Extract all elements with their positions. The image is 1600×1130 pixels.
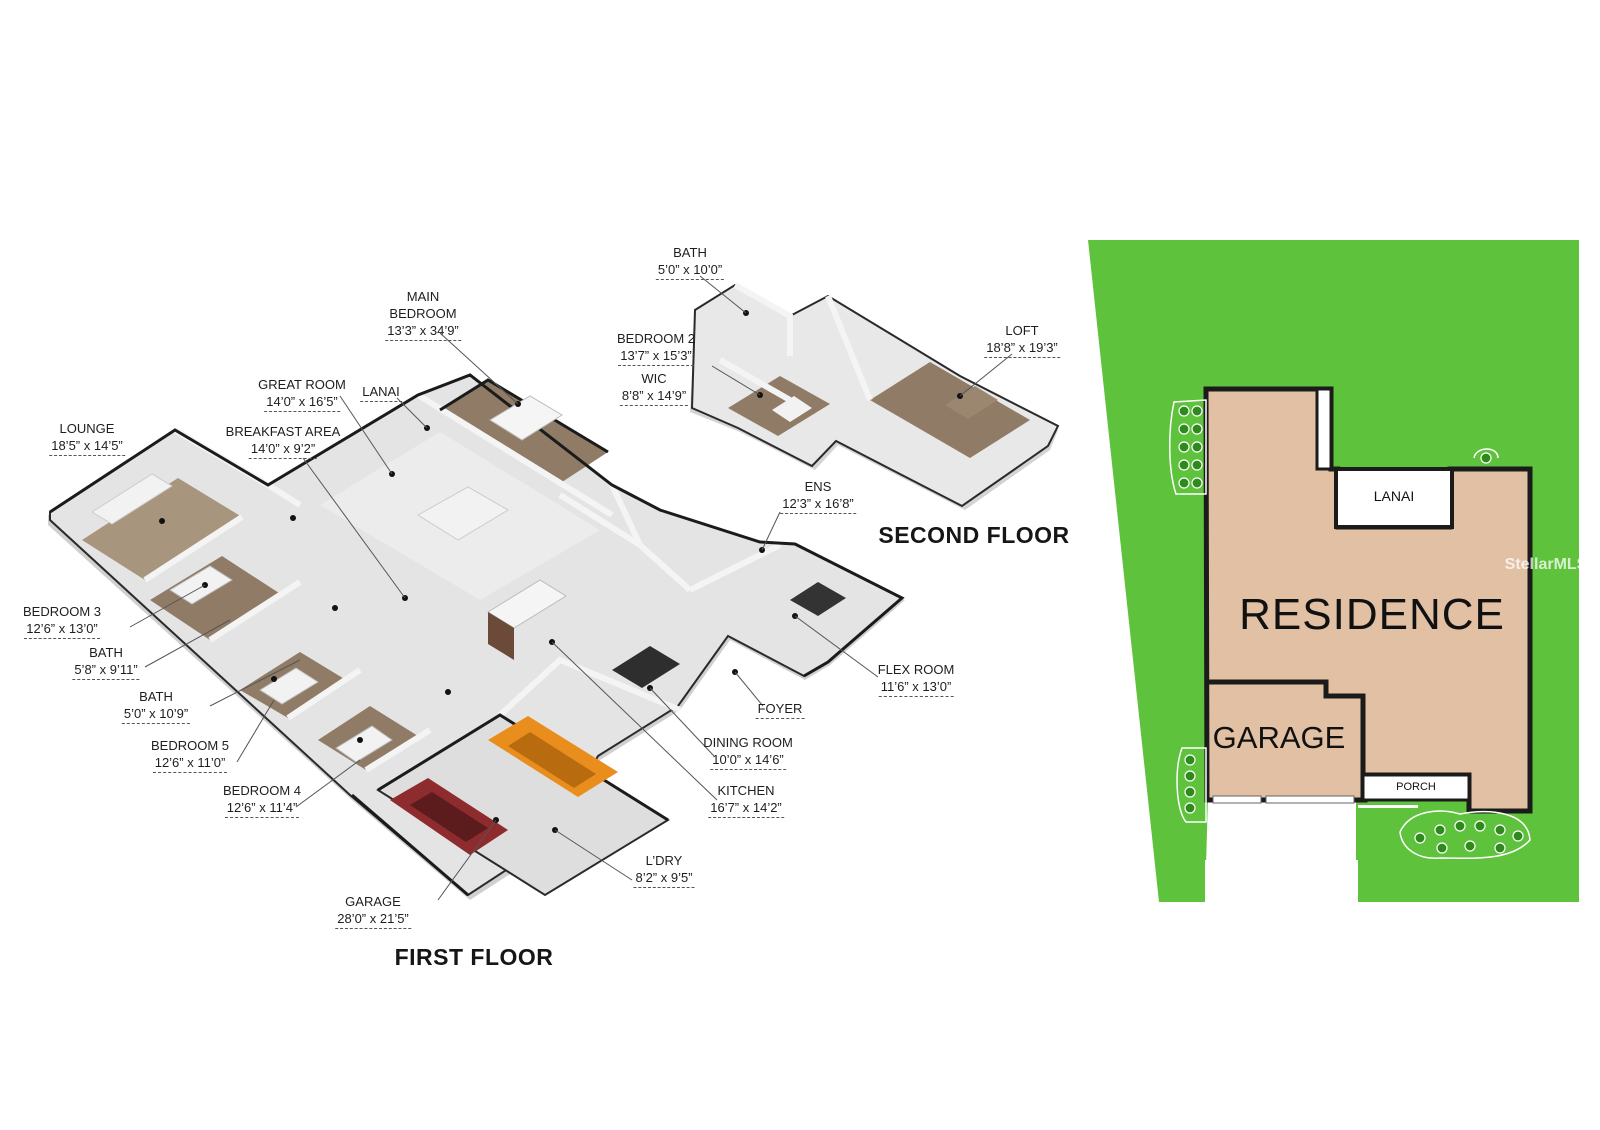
label-laundry: L’DRY 8’2” x 9’5” bbox=[633, 852, 695, 888]
room-dim: 5’0” x 10’0” bbox=[655, 261, 725, 280]
loft-floor bbox=[870, 362, 1030, 458]
room-dim: 12’6” x 11’4” bbox=[224, 799, 300, 818]
room-name: BATH bbox=[673, 245, 707, 260]
label-bedroom3: BEDROOM 3 12’6” x 13’0” bbox=[23, 603, 101, 639]
label-flex-room: FLEX ROOM 11’6” x 13’0” bbox=[877, 661, 955, 697]
room-name: ENS bbox=[804, 479, 832, 494]
room-name: BATH bbox=[139, 689, 173, 704]
room-name: LOUNGE bbox=[59, 421, 115, 436]
room-name: GREAT ROOM bbox=[258, 377, 346, 392]
label-kitchen: KITCHEN 16’7” x 14’2” bbox=[708, 782, 784, 818]
label-foyer: FOYER bbox=[755, 700, 805, 719]
room-name: BEDROOM 5 bbox=[150, 738, 230, 753]
driveway bbox=[1205, 795, 1358, 902]
orange-car bbox=[488, 716, 618, 797]
room-dim: 16’7” x 14’2” bbox=[708, 799, 784, 818]
site-lanai-label: LANAI bbox=[1373, 488, 1415, 504]
label-lanai: LANAI bbox=[360, 383, 402, 402]
label-wic: WIC 8’8” x 14’9” bbox=[619, 370, 689, 406]
label-bedroom5: BEDROOM 5 12’6” x 11’0” bbox=[151, 737, 229, 773]
room-name: DINING ROOM bbox=[703, 735, 793, 750]
room-dim: 18’5” x 14’5” bbox=[49, 437, 125, 456]
lounge-floor bbox=[82, 478, 242, 580]
room-name: KITCHEN bbox=[717, 783, 775, 798]
room-dim: 14’0” x 9’2” bbox=[248, 440, 318, 459]
site-plan bbox=[1088, 240, 1579, 902]
room-name: L’DRY bbox=[645, 853, 683, 868]
first-floor-title: FIRST FLOOR bbox=[394, 944, 554, 970]
room-name: BEDROOM 4 bbox=[222, 783, 302, 798]
room-dim: 18’8” x 19’3” bbox=[984, 339, 1060, 358]
label-breakfast-area: BREAKFAST AREA 14’0” x 9’2” bbox=[225, 423, 341, 459]
label-bath2: BATH 5’0” x 10’9” bbox=[121, 688, 191, 724]
label-bedroom2: BEDROOM 2 13’7” x 15’3” bbox=[617, 330, 695, 366]
label-garage: GARAGE 28’0” x 21’5” bbox=[335, 893, 411, 929]
label-great-room: GREAT ROOM 14’0” x 16’5” bbox=[258, 376, 346, 412]
site-residence-label: RESIDENCE bbox=[1239, 590, 1505, 639]
label-bedroom4: BEDROOM 4 12’6” x 11’4” bbox=[223, 782, 301, 818]
room-name: WIC bbox=[641, 371, 667, 386]
room-dim: 13’3” x 34’9” bbox=[385, 322, 461, 341]
room-name: BREAKFAST AREA bbox=[225, 424, 341, 439]
room-name: LOFT bbox=[1005, 323, 1039, 338]
room-name: BEDROOM 3 bbox=[22, 604, 102, 619]
room-name: GARAGE bbox=[345, 894, 401, 909]
room-name: MAIN BEDROOM bbox=[389, 289, 457, 321]
room-dim: 12’6” x 13’0” bbox=[24, 620, 100, 639]
first-floor-model bbox=[48, 332, 905, 901]
site-garage-label: GARAGE bbox=[1212, 720, 1346, 755]
label-loft: LOFT 18’8” x 19’3” bbox=[984, 322, 1060, 358]
label-main-bedroom: MAIN BEDROOM 13’3” x 34’9” bbox=[385, 288, 461, 341]
label-bath1: BATH 5’8” x 9’11” bbox=[72, 644, 140, 680]
room-dim: 5’8” x 9’11” bbox=[72, 661, 140, 680]
bedroom3-floor bbox=[150, 556, 282, 640]
room-dim: 28’0” x 21’5” bbox=[335, 910, 411, 929]
room-dim: 13’7” x 15’3” bbox=[618, 347, 694, 366]
room-dim: 8’8” x 14’9” bbox=[619, 387, 689, 406]
room-dim: 12’3” x 16’8” bbox=[780, 495, 856, 514]
second-floor-model bbox=[690, 275, 1060, 510]
red-car bbox=[390, 778, 508, 855]
second-floor-title: SECOND FLOOR bbox=[878, 522, 1070, 548]
label-bath-upper: BATH 5’0” x 10’0” bbox=[655, 244, 725, 280]
room-name: FOYER bbox=[755, 700, 805, 719]
room-dim: 12’6” x 11’0” bbox=[152, 754, 228, 773]
lanai-area bbox=[1334, 467, 1454, 529]
label-lounge: LOUNGE 18’5” x 14’5” bbox=[49, 420, 125, 456]
label-ens: ENS 12’3” x 16’8” bbox=[780, 478, 856, 514]
label-dining-room: DINING ROOM 10’0” x 14’6” bbox=[703, 734, 793, 770]
room-name: LANAI bbox=[360, 383, 402, 402]
room-dim: 8’2” x 9’5” bbox=[633, 869, 695, 888]
porch-area bbox=[1361, 773, 1471, 802]
room-dim: 10’0” x 14’6” bbox=[710, 751, 786, 770]
room-name: BATH bbox=[89, 645, 123, 660]
site-porch-label: PORCH bbox=[1396, 781, 1436, 793]
room-name: BEDROOM 2 bbox=[616, 331, 696, 346]
room-dim: 11’6” x 13’0” bbox=[878, 678, 954, 697]
watermark: StellarMLS bbox=[1504, 556, 1588, 573]
room-dim: 5’0” x 10’9” bbox=[121, 705, 191, 724]
room-dim: 14’0” x 16’5” bbox=[264, 393, 340, 412]
room-name: FLEX ROOM bbox=[877, 662, 955, 677]
